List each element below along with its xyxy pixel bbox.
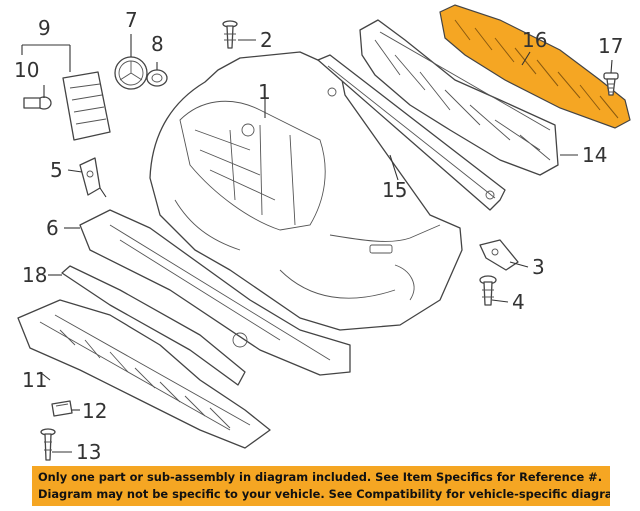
callout-2: 2 [260,28,273,52]
callout-3: 3 [532,255,545,279]
callout-6: 6 [46,216,59,240]
push-pin-10-part [23,96,52,110]
callout-17: 17 [598,34,624,58]
callout-7: 7 [125,8,138,32]
callout-15: 15 [382,178,408,202]
callout-12: 12 [82,399,108,423]
callout-18: 18 [22,263,48,287]
callout-8: 8 [151,32,164,56]
emblem-7-part [114,56,148,90]
bolt-4-part [479,275,497,306]
clip-12-part [51,400,73,417]
callout-9: 9 [38,16,51,40]
lower-grille-6-part [79,209,351,376]
leader-lines [21,34,613,453]
callout-1: 1 [258,80,271,104]
highlighted-absorber-part [439,4,631,129]
clip-2-part [222,20,238,49]
grommet-8-part [146,69,168,87]
callout-14: 14 [582,143,608,167]
callout-4: 4 [512,290,525,314]
bracket-3-part [479,239,519,271]
callout-5: 5 [50,158,63,182]
callout-13: 13 [76,440,102,464]
disclaimer-banner: Only one part or sub-assembly in diagram… [32,466,610,506]
license-bracket-part [62,71,111,141]
impact-bar-part [359,19,559,176]
trim-strip-18-part [61,265,246,386]
bracket-5-part [79,157,107,198]
bolt-13-part [40,428,56,461]
callout-16: 16 [522,28,548,52]
callout-11: 11 [22,368,48,392]
bumper-cover-part [149,51,463,331]
callout-10: 10 [14,58,40,82]
disclaimer-line-1: Only one part or sub-assembly in diagram… [38,470,603,484]
energy-absorber-part [317,54,506,211]
disclaimer-line-2: Diagram may not be specific to your vehi… [38,487,610,501]
splash-shield-11-part [17,299,271,449]
